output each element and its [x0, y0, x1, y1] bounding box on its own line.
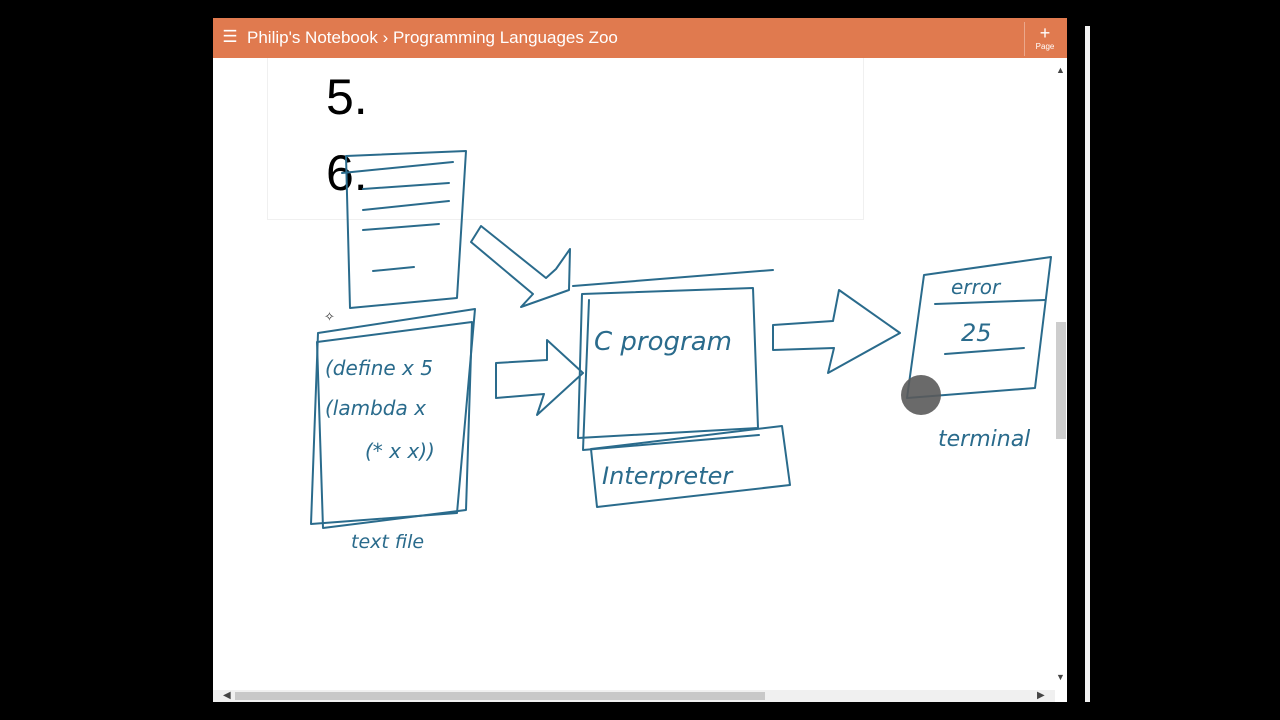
arrow-to-program: [495, 339, 584, 416]
scroll-right-icon[interactable]: ▶: [1037, 690, 1045, 701]
scroll-left-icon[interactable]: ◀: [223, 690, 231, 701]
terminal-line-2: 25: [961, 319, 992, 347]
breadcrumb: Philip's Notebook › Programming Language…: [247, 28, 618, 48]
title-bar: ☰ Philip's Notebook › Programming Langua…: [213, 18, 1067, 58]
text-file-sketch: (define x 5 (lambda x (* x x)) text file: [310, 308, 476, 553]
c-program-sketch: C program: [572, 269, 774, 451]
add-page-button[interactable]: + Page: [1024, 22, 1065, 56]
scroll-up-icon[interactable]: ▲: [1056, 65, 1065, 75]
breadcrumb-notebook[interactable]: Philip's Notebook: [247, 28, 378, 47]
terminal-sketch: error 25 terminal: [906, 256, 1052, 452]
code-line-1: (define x 5: [325, 356, 433, 380]
horizontal-scrollbar[interactable]: ◀ ▶: [213, 690, 1055, 702]
plus-icon: +: [1039, 23, 1051, 43]
breadcrumb-separator: ›: [382, 28, 389, 47]
hamburger-icon[interactable]: ☰: [222, 27, 238, 46]
c-program-label: C program: [594, 327, 732, 357]
code-line-3: (* x x)): [365, 439, 435, 463]
interpreter-label: Interpreter: [602, 462, 734, 490]
document-sketch: [341, 150, 467, 309]
arrow-to-terminal: [772, 289, 901, 374]
breadcrumb-section[interactable]: Programming Languages Zoo: [392, 28, 618, 47]
text-file-label: text file: [351, 531, 424, 553]
list-item-5: 5.: [326, 69, 368, 125]
ink-drawing: (define x 5 (lambda x (* x x)) text file…: [310, 150, 1052, 553]
vertical-scrollbar[interactable]: ▲ ▼: [1055, 58, 1067, 690]
page-canvas[interactable]: 5. 6. (define x 5 (lambda x: [213, 58, 1053, 690]
vertical-scroll-thumb[interactable]: [1056, 322, 1066, 439]
code-line-2: (lambda x: [325, 396, 426, 420]
add-page-label: Page: [1035, 42, 1055, 51]
pen-cursor-indicator: [901, 375, 941, 415]
onenote-window: ☰ Philip's Notebook › Programming Langua…: [213, 18, 1067, 702]
interpreter-sketch: Interpreter: [590, 425, 791, 508]
terminal-label: terminal: [938, 427, 1030, 452]
horizontal-scroll-thumb[interactable]: [235, 692, 765, 700]
diagonal-arrow: [470, 225, 571, 308]
sparkle-icon: ✧: [324, 309, 335, 324]
terminal-line-1: error: [951, 275, 1002, 299]
scroll-down-icon[interactable]: ▼: [1056, 672, 1065, 682]
adjacent-window-edge: [1085, 26, 1090, 702]
